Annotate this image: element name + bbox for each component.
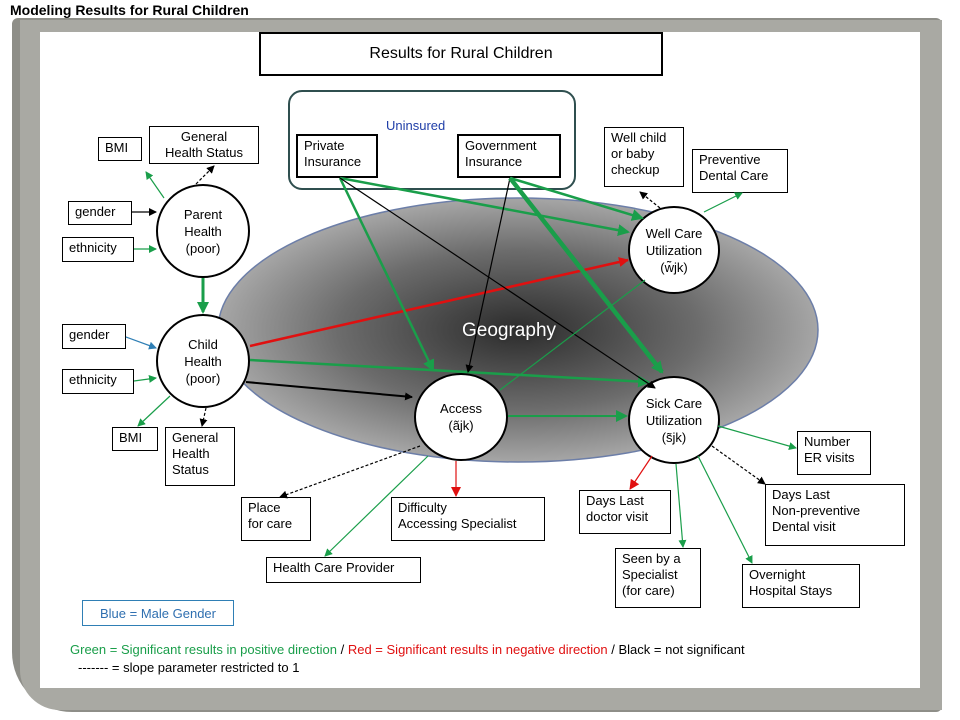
gender-parent-box: gender: [68, 201, 132, 225]
arrow-parent-bmi: [145, 171, 165, 199]
child-health-node: Child Health (poor): [156, 314, 250, 408]
parent-health-node: Parent Health (poor): [156, 184, 250, 278]
arrow-sickcare-nonprev: [711, 445, 766, 485]
legend-red: Red = Significant results in negative di…: [347, 642, 608, 657]
arrow-parent-general-health: [195, 165, 215, 185]
preventive-dental-box: Preventive Dental Care: [692, 149, 788, 193]
arrow-child-general-health: [199, 407, 208, 427]
legend-dashed: ------- = slope parameter restricted to …: [78, 660, 300, 675]
legend-significance: Green = Significant results in positive …: [70, 642, 745, 657]
arrow-private-wellcare: [339, 176, 630, 237]
gender-child-box: gender: [62, 324, 126, 349]
arrow-access-place: [279, 445, 421, 499]
general-health-child-box: General Health Status: [165, 427, 235, 486]
difficulty-specialist-box: Difficulty Accessing Specialist: [391, 497, 545, 541]
number-er-box: Number ER visits: [797, 431, 871, 475]
place-for-care-box: Place for care: [241, 497, 311, 541]
legend-sep-1: /: [337, 642, 348, 657]
arrow-child-wellcare-red: [249, 257, 629, 348]
arrow-gov-wellcare: [509, 176, 644, 221]
arrow-child-bmi: [137, 395, 171, 427]
arrow-sickcare-overnight: [697, 455, 753, 564]
days-last-nonpreventive-box: Days Last Non-preventive Dental visit: [765, 484, 905, 546]
well-child-box: Well child or baby checkup: [604, 127, 684, 187]
seen-specialist-box: Seen by a Specialist (for care): [615, 548, 701, 608]
arrow-private-sickcare: [339, 177, 656, 389]
arrow-sickcare-specialist: [675, 463, 687, 548]
ethnicity-child-box: ethnicity: [62, 369, 134, 394]
arrow-ethnicity-child: [133, 374, 157, 383]
bmi-parent-box: BMI: [98, 137, 142, 161]
ethnicity-parent-box: ethnicity: [62, 237, 134, 262]
access-node: Access (ãjk): [414, 373, 508, 461]
arrow-sickcare-er: [717, 425, 797, 450]
slide-title: Modeling Results for Rural Children: [10, 2, 249, 18]
government-insurance-box: Government Insurance: [457, 134, 561, 178]
line-access-wellcare: [499, 279, 646, 391]
private-insurance-box: Private Insurance: [296, 134, 378, 178]
days-last-doctor-box: Days Last doctor visit: [579, 490, 671, 534]
overnight-hospital-box: Overnight Hospital Stays: [742, 564, 860, 608]
header-box: Results for Rural Children: [259, 32, 663, 76]
legend-sep-2: /: [607, 642, 619, 657]
health-care-provider-box: Health Care Provider: [266, 557, 421, 583]
arrow-sickcare-doctor: [629, 455, 653, 490]
arrow-gender-child: [125, 336, 157, 350]
arrow-gov-access: [465, 177, 511, 373]
legend-blue: Blue = Male Gender: [82, 600, 234, 626]
arrow-child-sickcare: [249, 358, 650, 388]
geography-label: Geography: [462, 320, 557, 341]
general-health-parent-box: General Health Status: [149, 126, 259, 164]
arrow-gov-sickcare: [508, 176, 664, 374]
sick-care-node: Sick Care Utilization (s̃jk): [628, 376, 720, 464]
bmi-child-box: BMI: [112, 427, 158, 451]
uninsured-label: Uninsured: [386, 118, 446, 133]
legend-green: Green = Significant results in positive …: [70, 642, 337, 657]
arrow-child-access: [245, 381, 413, 401]
legend-black: Black = not significant: [618, 642, 745, 657]
arrow-wellcare-wellchild: [639, 191, 661, 209]
arrow-private-access: [338, 177, 435, 372]
arrow-wellcare-preventive: [703, 192, 743, 213]
arrow-access-provider: [324, 455, 429, 557]
